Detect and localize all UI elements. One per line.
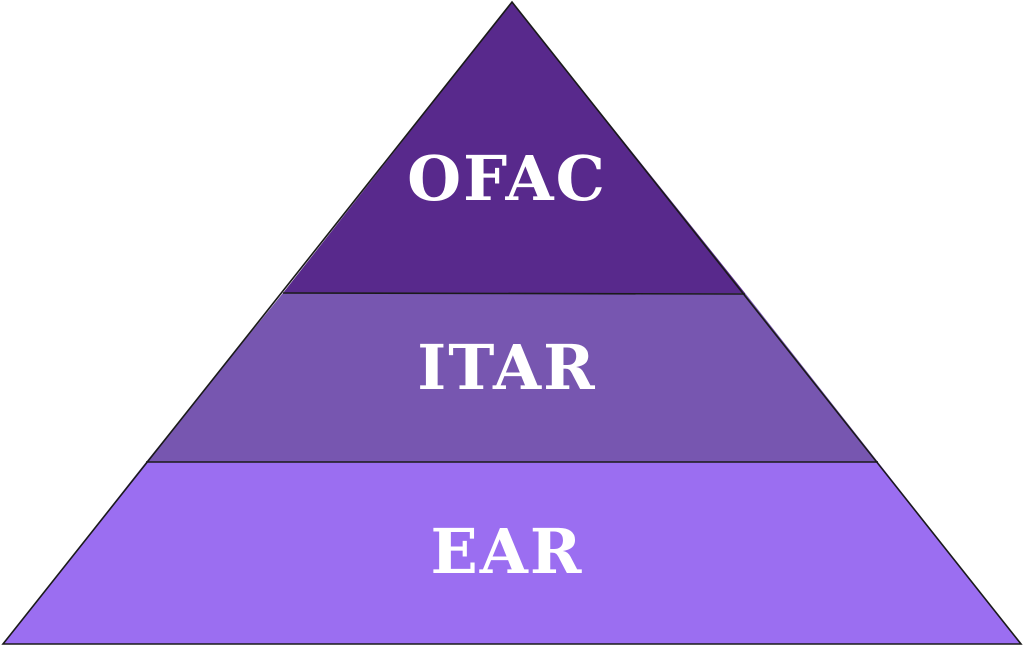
tier-bottom-shape [3,462,1021,644]
tier-top-shape [283,2,745,293]
tier-label-ear: EAR [431,515,584,588]
tier-label-ofac: OFAC [407,142,607,215]
tier-middle-shape [146,293,878,462]
tier-label-itar: ITAR [417,331,596,404]
divider-line-upper [282,292,746,295]
